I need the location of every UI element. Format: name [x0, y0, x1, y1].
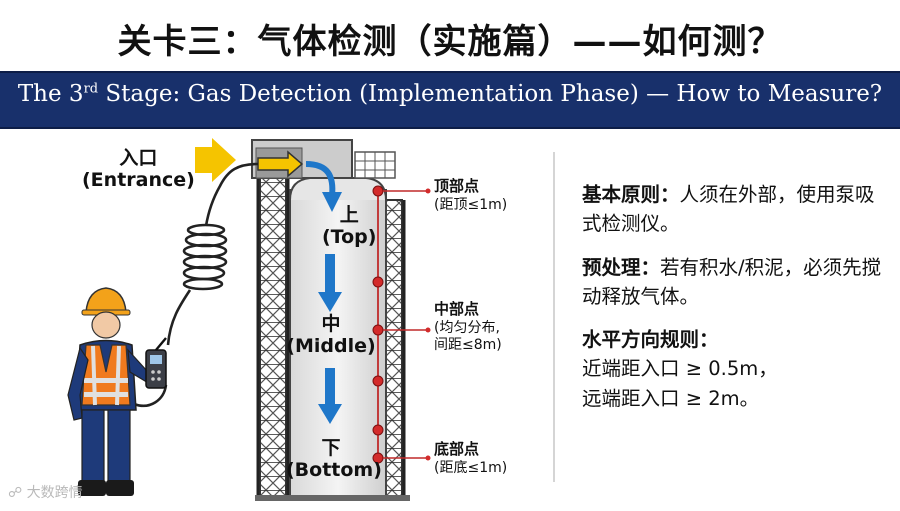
- tank-body: [289, 189, 387, 501]
- level-top: 上 (Top): [322, 204, 377, 249]
- rule-far: 远端距入口 ≥ 2m。: [582, 386, 760, 410]
- page-title: 关卡三：气体检测（实施篇）——如何测？: [117, 22, 783, 62]
- rule-basic-label: 基本原则：: [582, 183, 680, 206]
- rules-panel: 基本原则：人须在外部，使用泵吸式检测仪。 预处理：若有积水/积泥，必须先搅动释放…: [582, 180, 892, 427]
- point-middle-title: 中部点: [434, 300, 480, 318]
- point-bottom-note: (距底≤1m): [434, 459, 508, 476]
- rule-pretreat: 预处理：若有积水/积泥，必须先搅动释放气体。: [582, 253, 892, 312]
- hose: [133, 162, 259, 407]
- banner-text: The 3rd Stage: Gas Detection (Implementa…: [0, 81, 900, 107]
- banner-rest: Stage: Gas Detection (Implementation Pha…: [98, 81, 883, 107]
- level-middle-en: (Middle): [286, 334, 376, 357]
- watermark-text: 大数跨情: [26, 485, 83, 501]
- rule-near: 近端距入口 ≥ 0.5m，: [582, 357, 778, 381]
- level-top-en: (Top): [322, 225, 377, 248]
- divider: [553, 152, 555, 482]
- point-middle: 中部点 (均匀分布, 间距≤8m): [434, 300, 502, 355]
- entrance-label: 入口 (Entrance): [82, 147, 195, 192]
- point-top: 顶部点 (距顶≤1m): [434, 177, 507, 214]
- rule-horizontal: 水平方向规则： 近端距入口 ≥ 0.5m， 远端距入口 ≥ 2m。: [582, 325, 892, 413]
- level-bottom: 下 (Bottom): [286, 437, 382, 482]
- subtitle-banner: The 3rd Stage: Gas Detection (Implementa…: [0, 71, 900, 129]
- banner-sup: rd: [83, 81, 99, 97]
- level-middle-cn: 中: [321, 313, 341, 335]
- point-bottom: 底部点 (距底≤1m): [434, 440, 507, 477]
- level-middle: 中 (Middle): [286, 313, 376, 358]
- sensor-points: [372, 185, 384, 464]
- point-middle-note1: (均匀分布,: [434, 319, 500, 336]
- banner-prefix: The 3: [17, 81, 84, 107]
- tank-diagram: [67, 138, 431, 501]
- scaffold-left: [259, 174, 287, 498]
- entrance-arrow: [195, 138, 236, 182]
- point-middle-note2: 间距≤8m): [434, 337, 502, 353]
- point-top-note: (距顶≤1m): [434, 196, 508, 213]
- rule-pre-text: 若有积水/积泥，必须先搅动释放气体。: [582, 255, 882, 308]
- worker: [67, 287, 156, 496]
- point-bottom-title: 底部点: [434, 440, 480, 458]
- watermark: ☍ 大数跨情: [8, 485, 83, 501]
- point-top-title: 顶部点: [434, 177, 480, 195]
- level-top-cn: 上: [339, 204, 359, 226]
- entrance-en: (Entrance): [82, 168, 195, 191]
- level-bottom-cn: 下: [321, 437, 341, 459]
- rule-horiz-label: 水平方向规则：: [582, 328, 719, 351]
- inlet-arrow: [257, 150, 304, 178]
- gas-detector: [145, 337, 167, 389]
- rule-basic-text: 人须在外部，使用泵吸式检测仪。: [582, 183, 875, 236]
- level-bottom-en: (Bottom): [286, 458, 382, 481]
- rule-basic: 基本原则：人须在外部，使用泵吸式检测仪。: [582, 180, 892, 239]
- rule-pre-label: 预处理：: [582, 255, 661, 279]
- flow-arrows: [318, 254, 342, 424]
- scaffold-right: [385, 199, 403, 498]
- railing-grid: [354, 151, 396, 179]
- entrance-cn: 入口: [119, 147, 158, 169]
